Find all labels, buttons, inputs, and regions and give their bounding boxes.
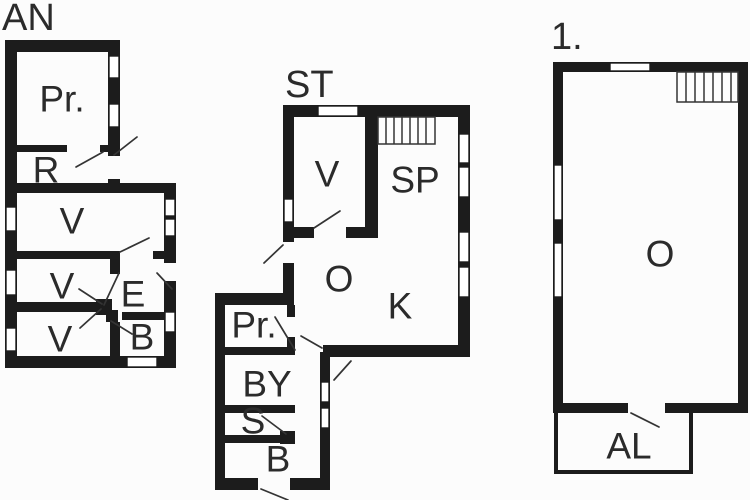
door-swings-st (260, 210, 352, 500)
staircase-icon-1 (676, 71, 739, 103)
room-label-by: BY (242, 364, 291, 405)
plan-title-1: 1. (551, 16, 583, 58)
floorplan-1: 1. O AL (551, 16, 748, 474)
room-label-b: B (130, 317, 155, 358)
plan-title-an: AN (2, 0, 55, 39)
floorplan-an: AN (2, 0, 176, 368)
room-label-o: O (325, 259, 354, 300)
room-label-pr2: Pr. (231, 305, 276, 346)
room-label-v1: V (60, 201, 85, 242)
room-labels-an: Pr. R V V E V B (33, 79, 155, 360)
floorplan-st: ST (215, 64, 470, 500)
room-label-v: V (315, 154, 340, 195)
room-labels-st: V SP O K Pr. BY S B (231, 154, 439, 480)
room-label-sp: SP (390, 160, 439, 201)
interior-walls-st (215, 117, 378, 444)
windows-1 (553, 62, 651, 298)
room-label-pr: Pr. (39, 79, 84, 120)
room-label-o2: O (646, 234, 675, 275)
room-label-k: K (388, 286, 413, 327)
room-labels-1: O AL (606, 234, 674, 467)
room-label-al: AL (606, 426, 651, 467)
room-label-v3: V (48, 319, 73, 360)
room-label-b2: B (266, 439, 291, 480)
windows-an (5, 55, 176, 368)
door-swings-an (75, 136, 173, 335)
staircase-icon-st (377, 116, 436, 145)
room-label-s: S (241, 401, 266, 442)
windows-st (283, 105, 470, 429)
plan-title-st: ST (285, 64, 334, 106)
room-label-r: R (33, 150, 60, 191)
al-annex-outline (554, 413, 693, 474)
room-label-e: E (121, 274, 146, 315)
door-swings-1 (630, 412, 660, 428)
room-label-v2: V (50, 266, 75, 307)
interior-walls-an (17, 145, 164, 356)
